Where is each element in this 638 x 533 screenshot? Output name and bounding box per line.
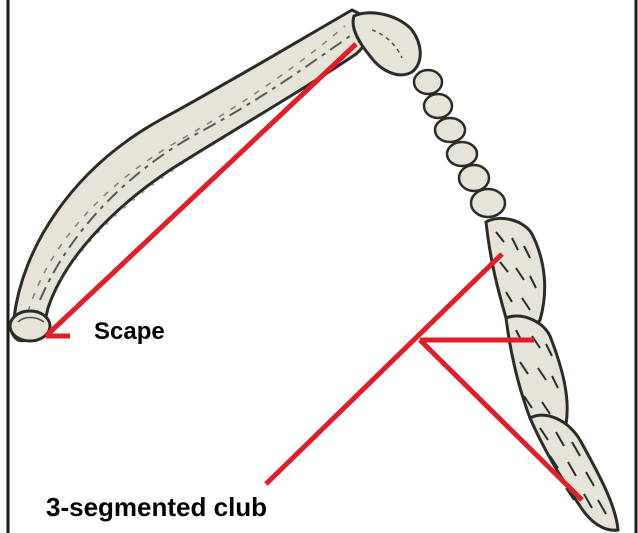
- funicle-segments: [414, 70, 505, 217]
- club-leader-main: [266, 254, 502, 484]
- pedicel-segment: [353, 13, 420, 75]
- club-label: 3-segmented club: [46, 492, 267, 523]
- scape-segment: [10, 10, 369, 341]
- club-segments: [486, 218, 618, 530]
- scape-label: Scape: [94, 318, 165, 346]
